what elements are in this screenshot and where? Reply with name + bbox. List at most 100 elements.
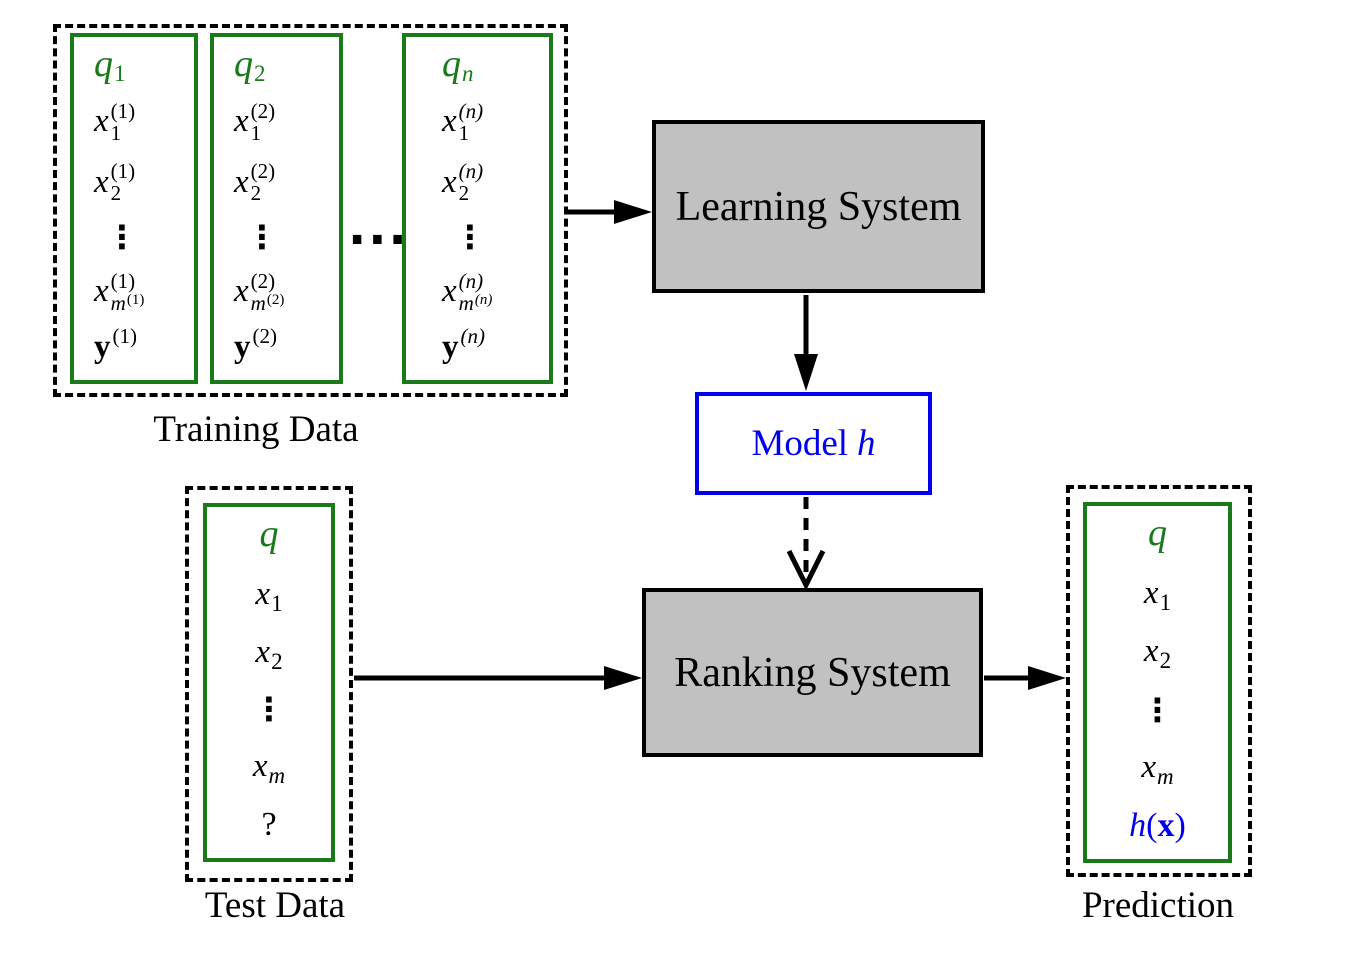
relevance-labels: y(2)	[234, 325, 277, 365]
math-sub: m(n)	[459, 292, 493, 315]
paren-close: )	[1174, 806, 1186, 844]
math-sub: 1	[110, 120, 122, 145]
learning-system-box: Learning System	[652, 120, 985, 293]
predicted-scores: h(x)	[1129, 806, 1186, 844]
math-base: x	[94, 273, 109, 310]
math-arg: x	[1157, 806, 1175, 844]
math-sup: (n)	[460, 323, 486, 348]
math-sub: 1	[271, 590, 283, 616]
arrow-model-to-ranking	[786, 497, 826, 591]
math-sub-base: m	[458, 290, 474, 315]
prediction-container	[1066, 485, 1252, 877]
math-scripts: (1)2	[111, 160, 136, 204]
math-sub: 2	[110, 181, 122, 206]
arrow-test-to-ranking	[354, 666, 642, 690]
math-scripts: (n)1	[459, 100, 484, 144]
ranking-system-box: Ranking System	[642, 588, 983, 757]
math-base: x	[94, 163, 109, 200]
math-sup: (2)	[250, 98, 276, 123]
math-scripts: (1)1	[111, 100, 136, 144]
model-label: Model	[751, 423, 849, 464]
math-sub: 2	[271, 648, 283, 674]
math-scripts: (n)m(n)	[459, 270, 493, 315]
feature-x2: x(1)2	[94, 160, 135, 204]
math-base: x	[255, 633, 271, 670]
vertical-ellipsis: ⋮	[106, 217, 138, 256]
math-base: y	[94, 328, 111, 365]
math-sup: (1)	[110, 159, 136, 184]
math-sub: 2	[458, 181, 470, 206]
math-sub: 1	[250, 120, 262, 145]
prediction-caption: Prediction	[1081, 885, 1235, 926]
math-base: x	[442, 103, 457, 140]
query-id: q	[260, 515, 279, 553]
math-sup: (2)	[250, 268, 276, 293]
relevance-labels: y(1)	[94, 325, 137, 365]
query-id: q	[1148, 514, 1167, 552]
feature-x1: x(n)1	[442, 100, 483, 144]
math-base: x	[234, 273, 249, 310]
unknown-relevance: ?	[261, 805, 277, 843]
math-base: q	[259, 513, 279, 555]
feature-xm: x(1)m(1)	[94, 270, 144, 315]
math-sub: 1	[458, 120, 470, 145]
math-sub: 1	[114, 60, 126, 86]
math-sub-base: m	[110, 290, 126, 315]
feature-x2: x(n)2	[442, 160, 483, 204]
feature-x2: x(2)2	[234, 160, 275, 204]
math-sup: (n)	[458, 268, 484, 293]
model-box: Model h	[695, 392, 932, 495]
math-sub: 1	[1159, 590, 1172, 616]
math-sub-base: m	[250, 290, 266, 315]
training-data-container	[53, 24, 568, 397]
math-sub: 2	[254, 60, 266, 86]
training-data-caption: Training Data	[153, 409, 359, 450]
feature-x1: x(1)1	[94, 100, 135, 144]
math-base: y	[234, 328, 251, 365]
math-sup: (n)	[458, 98, 484, 123]
math-sub: 2	[1159, 648, 1172, 674]
math-sup: (n)	[458, 159, 484, 184]
math-base: q	[94, 43, 113, 85]
vertical-ellipsis: ⋮	[454, 217, 486, 256]
test-data-caption: Test Data	[204, 885, 346, 926]
math-base: q	[442, 43, 461, 85]
training-ellipsis: ···	[348, 212, 409, 268]
math-base: x	[1143, 575, 1159, 612]
math-base: x	[234, 163, 249, 200]
math-sub-sup: (1)	[126, 291, 145, 308]
math-sub: n	[462, 60, 474, 86]
paren-open: (	[1146, 806, 1158, 844]
math-sub: m(2)	[251, 292, 285, 315]
math-base: x	[234, 103, 249, 140]
learning-system-label: Learning System	[675, 183, 962, 230]
math-scripts: (2)2	[251, 160, 276, 204]
math-base: q	[234, 43, 253, 85]
math-sup: (1)	[112, 323, 138, 348]
math-base: x	[255, 575, 271, 612]
math-sub: m	[1157, 763, 1174, 789]
math-sup: (1)	[110, 268, 136, 293]
math-scripts: (n)2	[459, 160, 484, 204]
vertical-ellipsis: ⋮	[1141, 690, 1174, 729]
vertical-ellipsis: ⋮	[253, 690, 285, 729]
math-scripts: (2)1	[251, 100, 276, 144]
math-sup: (2)	[250, 159, 276, 184]
math-sup: (2)	[252, 323, 278, 348]
math-base: x	[1141, 748, 1157, 785]
math-sub-sup: (n)	[474, 291, 493, 308]
arrow-ranking-to-prediction	[984, 666, 1066, 690]
